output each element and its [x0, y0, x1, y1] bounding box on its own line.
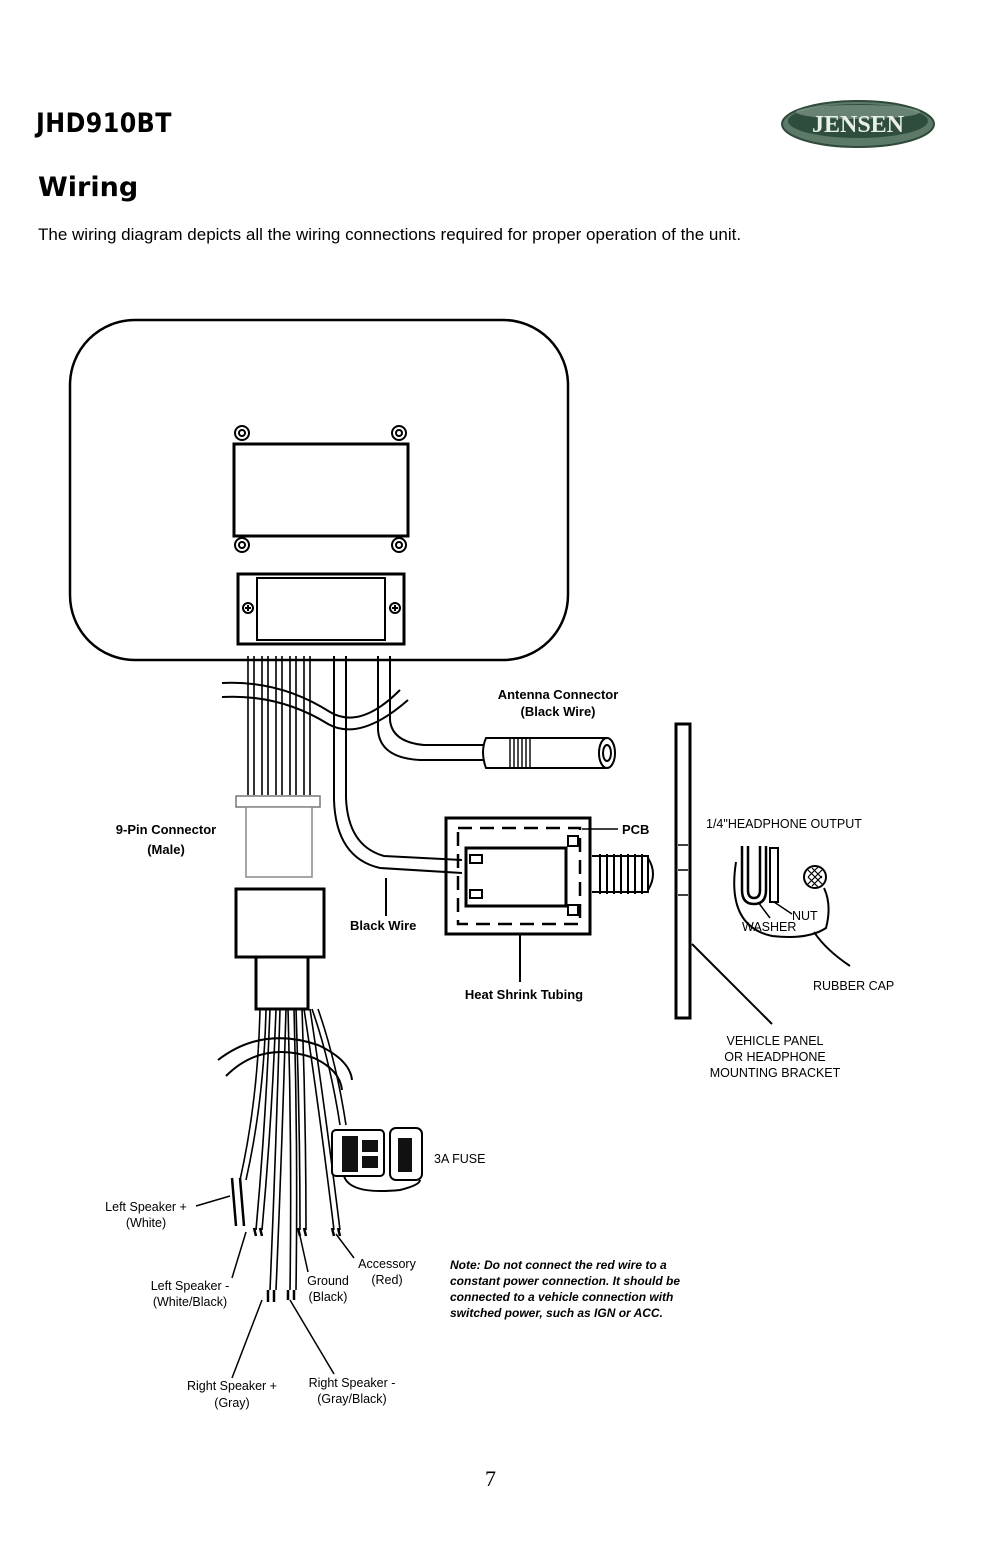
right-speaker-plus-color: (Gray) — [214, 1396, 249, 1410]
note-line-4: switched power, such as IGN or ACC. — [450, 1306, 663, 1320]
fuse-label: 3A FUSE — [434, 1152, 485, 1166]
antenna-connector-label: Antenna Connector — [498, 687, 619, 702]
note-line-3: connected to a vehicle connection with — [450, 1290, 673, 1304]
nine-pin-connector-label: 9-Pin Connector — [116, 822, 216, 837]
left-speaker-plus-label: Left Speaker + — [105, 1200, 187, 1214]
right-speaker-minus-color: (Gray/Black) — [317, 1392, 386, 1406]
vehicle-panel-label-3: MOUNTING BRACKET — [710, 1066, 841, 1080]
left-speaker-plus-color: (White) — [126, 1216, 166, 1230]
note-line-2: constant power connection. It should be — [450, 1274, 680, 1288]
antenna-connector — [482, 737, 616, 769]
right-speaker-plus-label: Right Speaker + — [187, 1379, 277, 1393]
headphone-output-label: 1/4"HEADPHONE OUTPUT — [706, 817, 862, 831]
rubber-cap-label: RUBBER CAP — [813, 979, 894, 993]
fuse-holder — [331, 1127, 423, 1193]
left-speaker-minus-label: Left Speaker - — [151, 1279, 230, 1293]
nut-label: NUT — [792, 909, 818, 923]
page-number: 7 — [485, 1466, 496, 1491]
head-unit — [68, 318, 570, 662]
model-title: JHD910BT — [36, 108, 172, 139]
right-speaker-minus-label: Right Speaker - — [309, 1376, 396, 1390]
vehicle-panel-label-2: OR HEADPHONE — [724, 1050, 825, 1064]
note-line-1: Note: Do not connect the red wire to a — [450, 1258, 667, 1272]
lower-wire-bundle — [217, 1008, 353, 1302]
logo-text: JENSEN — [812, 112, 905, 138]
vehicle-panel — [674, 722, 773, 1025]
pcb-assembly — [385, 816, 654, 982]
intro-text: The wiring diagram depicts all the wirin… — [38, 225, 742, 244]
heat-shrink-label: Heat Shrink Tubing — [465, 987, 583, 1002]
label-leaders — [195, 1195, 355, 1379]
jensen-logo: JENSEN — [781, 100, 935, 148]
vehicle-panel-label-1: VEHICLE PANEL — [726, 1034, 823, 1048]
headphone-hardware — [733, 846, 851, 967]
section-title: Wiring — [38, 172, 139, 203]
black-wire-label: Black Wire — [350, 918, 416, 933]
accessory-label: Accessory — [358, 1257, 416, 1271]
accessory-color: (Red) — [371, 1273, 402, 1287]
diagram-labels: Antenna Connector (Black Wire) PCB 1/4"H… — [105, 687, 894, 1410]
ground-color: (Black) — [309, 1290, 348, 1304]
washer-label: WASHER — [742, 920, 796, 934]
nine-pin-connector — [234, 795, 326, 1011]
ground-label: Ground — [307, 1274, 349, 1288]
upper-wire-bundle — [221, 656, 488, 874]
nine-pin-connector-sublabel: (Male) — [147, 842, 185, 857]
pcb-label: PCB — [622, 822, 649, 837]
antenna-connector-sublabel: (Black Wire) — [520, 704, 595, 719]
left-speaker-minus-color: (White/Black) — [153, 1295, 227, 1309]
